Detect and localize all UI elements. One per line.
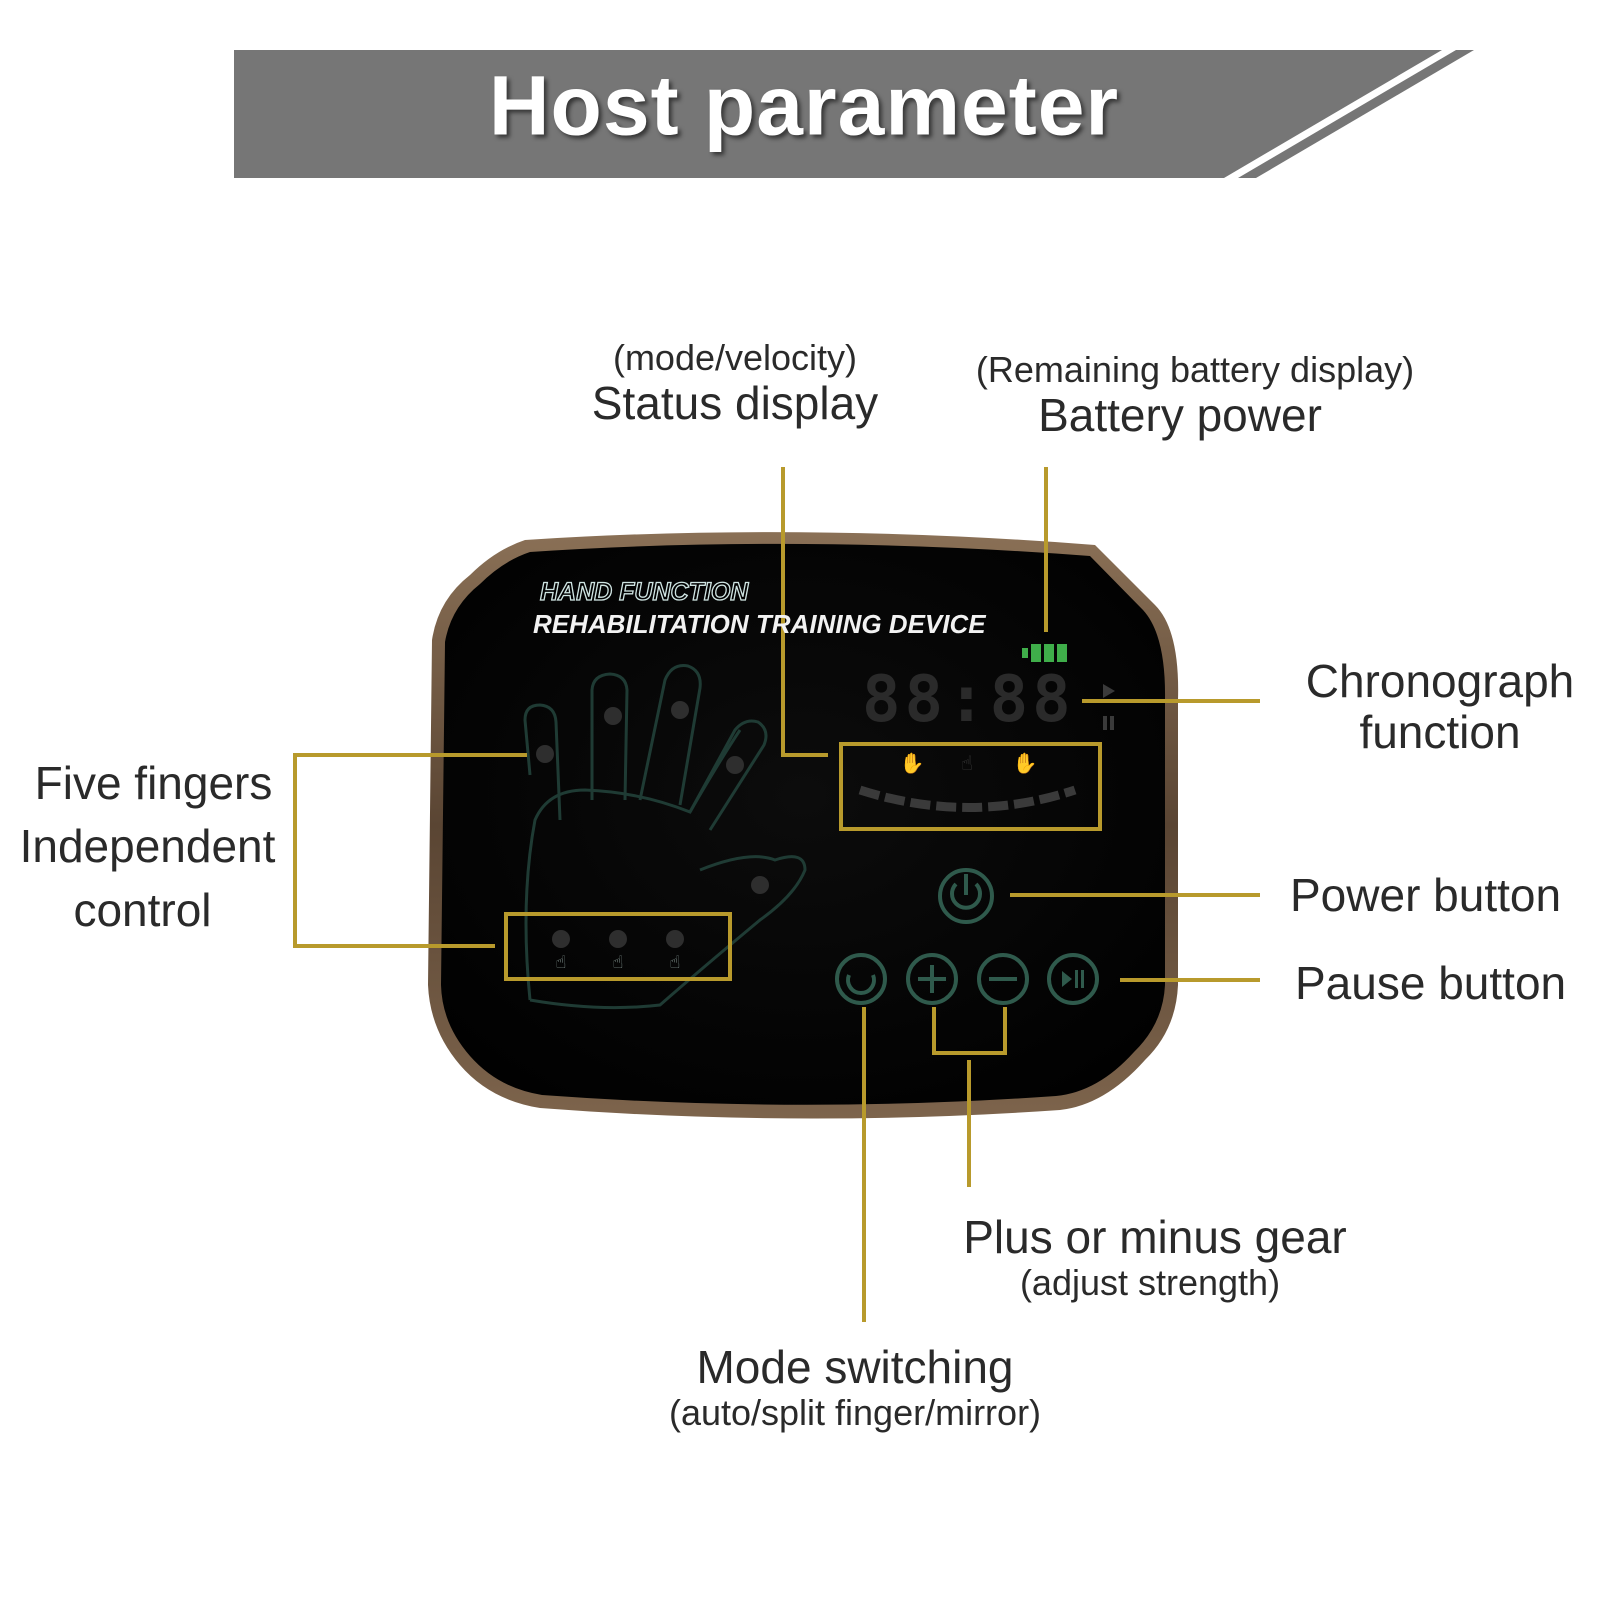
leader-gear-bracket — [932, 1007, 1007, 1055]
hand-mode-icon: ✋ — [900, 751, 925, 775]
power-button[interactable] — [938, 868, 994, 924]
finger-buttons-box — [504, 912, 732, 981]
status-display-callout: (mode/velocity) Status display — [560, 338, 910, 428]
finger-dot-index — [726, 756, 744, 774]
gear-sub: (adjust strength) — [1019, 1261, 1281, 1303]
finger-dot-little — [536, 745, 554, 763]
chronograph-line-1: Chronograph — [1305, 655, 1575, 707]
finger-selection-buttons: ☝ ☝ ☝ — [552, 930, 684, 973]
finger-dot-middle — [671, 701, 689, 719]
finger-icon: ☝ — [613, 952, 624, 973]
pause-button[interactable] — [1047, 953, 1099, 1005]
status-display-title: Status display — [591, 376, 879, 429]
timer-display: 88:88 — [862, 663, 1075, 737]
mode-sub: (auto/split finger/mirror) — [668, 1391, 1042, 1433]
finger-button-1 — [552, 930, 570, 948]
device-brand-line-2: REHABILITATION TRAINING DEVICE — [533, 609, 986, 639]
finger-button-2 — [609, 930, 627, 948]
status-display-sub: (mode/velocity) — [612, 337, 858, 378]
five-fingers-line-3: control — [73, 883, 212, 936]
gear-title: Plus or minus gear — [963, 1211, 1347, 1263]
finger-dot-ring — [604, 707, 622, 725]
leader-lines — [293, 467, 1260, 1322]
power-button-label: Power button — [1290, 869, 1562, 921]
five-fingers-line-1: Five fingers — [34, 757, 273, 809]
mode-title: Mode switching — [696, 1341, 1014, 1393]
plus-button[interactable] — [906, 953, 958, 1005]
finger-icon: ☝ — [556, 952, 567, 973]
chronograph-callout: Chronograph function — [1285, 656, 1595, 757]
page-title: Host parameter — [488, 58, 1120, 153]
highlight-boxes — [504, 742, 1102, 981]
chronograph-line-2: function — [1359, 705, 1521, 758]
finger-button-3 — [666, 930, 684, 948]
finger-mode-icon: ☝ — [961, 751, 973, 775]
gear-callout: Plus or minus gear (adjust strength) — [925, 1212, 1385, 1302]
finger-icon: ☝ — [670, 952, 681, 973]
battery-sub: (Remaining battery display) — [975, 349, 1415, 390]
mode-cycle-icon — [846, 974, 876, 995]
finger-indicator-dots — [536, 701, 769, 894]
leader-five-fingers — [293, 753, 527, 948]
battery-icon — [1022, 644, 1067, 662]
play-pause-icon — [1062, 970, 1084, 988]
device-brand-line-1: HAND FUNCTION — [539, 577, 749, 606]
finger-dot-thumb — [751, 876, 769, 894]
status-display-panel: ✋ ☝ ✋ — [858, 751, 1077, 812]
pause-button-label: Pause button — [1295, 957, 1567, 1009]
five-fingers-line-2: Independent — [19, 820, 276, 873]
battery-callout: (Remaining battery display) Battery powe… — [935, 350, 1455, 440]
five-fingers-callout: Five fingers Independent control — [0, 752, 295, 942]
leader-status-display — [781, 467, 828, 757]
run-state-indicator — [1103, 684, 1115, 730]
status-display-box — [839, 742, 1102, 831]
hand-outline-icon — [523, 664, 807, 1010]
power-icon — [950, 882, 982, 910]
minus-button[interactable] — [977, 953, 1029, 1005]
mode-callout: Mode switching (auto/split finger/mirror… — [620, 1342, 1090, 1432]
title-banner — [234, 50, 1474, 178]
title-banner-area: Host parameter — [234, 50, 1474, 180]
battery-title: Battery power — [1038, 388, 1322, 441]
mirror-mode-icon: ✋ — [1013, 751, 1038, 775]
mode-button[interactable] — [835, 953, 887, 1005]
